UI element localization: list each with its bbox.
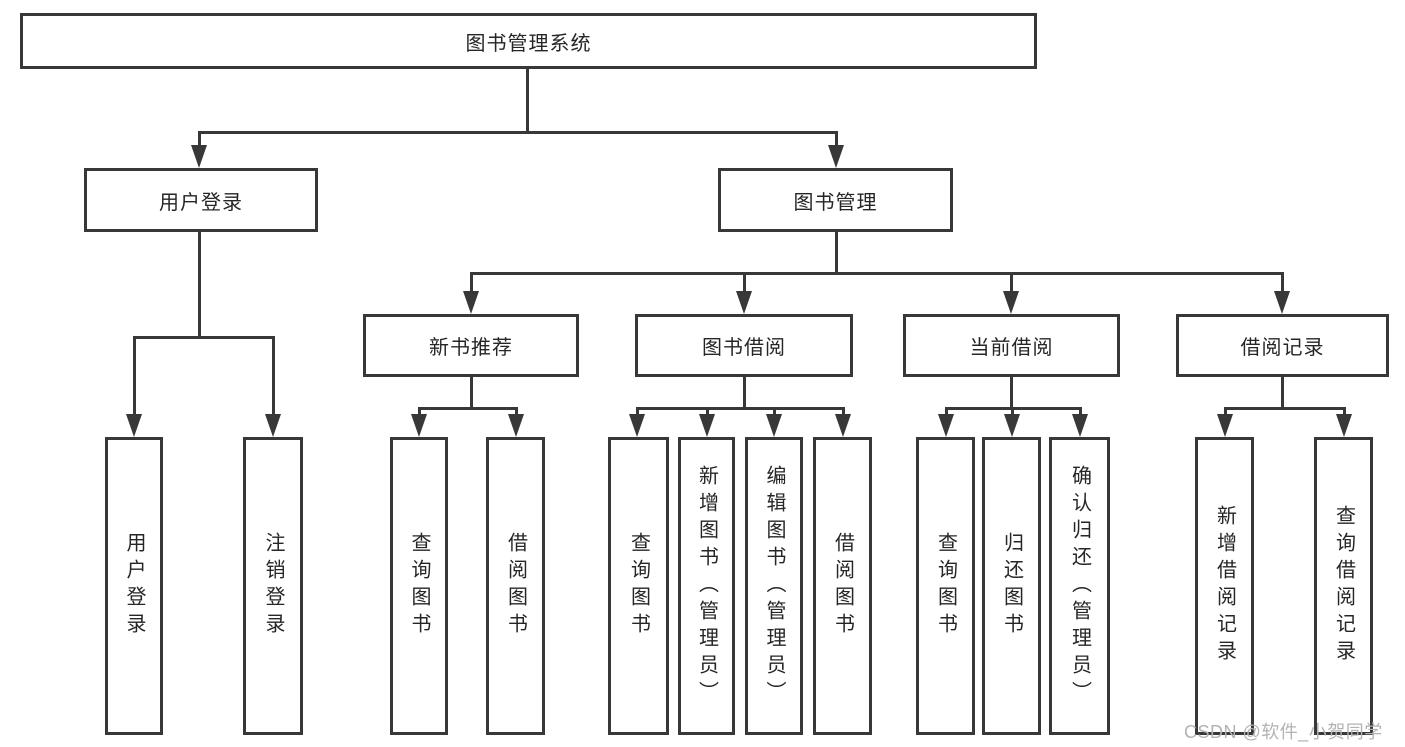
connector-line bbox=[1342, 407, 1346, 420]
user-login-box: 用户登录 bbox=[84, 168, 318, 232]
arrow-down-icon bbox=[191, 145, 207, 168]
book-management-label: 图书管理 bbox=[793, 191, 878, 214]
leaf-borrow-books-2-label: 借阅图书 bbox=[831, 532, 854, 640]
csdn-watermark: CSDN @软件_小贺同学 bbox=[1184, 722, 1383, 742]
connector-line bbox=[705, 407, 709, 420]
connector-line bbox=[1009, 272, 1013, 297]
leaf-query-books-1-label: 查询图书 bbox=[408, 532, 430, 640]
connector-line bbox=[417, 407, 421, 420]
arrow-down-icon bbox=[766, 414, 782, 437]
connector-line bbox=[469, 272, 473, 297]
leaf-borrow-books-1-box: 借阅图书 bbox=[486, 437, 545, 735]
leaf-confirm-return-label: 确认归还（管理员） bbox=[1068, 464, 1091, 708]
connector-line bbox=[635, 407, 845, 410]
root-box: 图书管理系统 bbox=[20, 13, 1037, 69]
leaf-logout-box: 注销登录 bbox=[243, 437, 303, 735]
book-management-box: 图书管理 bbox=[718, 168, 953, 232]
user-login-label: 用户登录 bbox=[159, 191, 243, 214]
connector-line bbox=[834, 232, 838, 275]
current-borrowing-label: 当前借阅 bbox=[969, 337, 1054, 359]
leaf-logout-label: 注销登录 bbox=[262, 532, 284, 640]
new-book-recommend-label: 新书推荐 bbox=[429, 337, 513, 359]
borrowing-records-label: 借阅记录 bbox=[1240, 337, 1325, 359]
connector-line bbox=[742, 377, 746, 410]
leaf-query-books-2-box: 查询图书 bbox=[608, 437, 669, 735]
leaf-confirm-return-box: 确认归还（管理员） bbox=[1049, 437, 1110, 735]
connector-line bbox=[944, 407, 948, 420]
connector-line bbox=[469, 272, 1284, 275]
connector-line bbox=[1223, 407, 1227, 420]
connector-line bbox=[469, 377, 473, 410]
connector-line bbox=[197, 131, 201, 151]
arrow-down-icon bbox=[736, 291, 752, 314]
connector-line bbox=[1009, 377, 1013, 410]
leaf-borrow-books-2-box: 借阅图书 bbox=[813, 437, 872, 735]
arrow-down-icon bbox=[699, 414, 715, 437]
arrow-down-icon bbox=[835, 414, 851, 437]
connector-line bbox=[132, 336, 275, 339]
connector-line bbox=[742, 272, 746, 297]
leaf-add-books-label: 新增图书（管理员） bbox=[695, 464, 718, 708]
leaf-query-books-3-box: 查询图书 bbox=[916, 437, 975, 735]
connector-line bbox=[271, 336, 275, 420]
arrow-down-icon bbox=[1072, 414, 1088, 437]
arrow-down-icon bbox=[265, 414, 281, 437]
leaf-user-login-label: 用户登录 bbox=[123, 532, 145, 640]
arrow-down-icon bbox=[508, 414, 524, 437]
new-book-recommend-box: 新书推荐 bbox=[363, 314, 579, 377]
current-borrowing-box: 当前借阅 bbox=[903, 314, 1120, 377]
leaf-add-books-box: 新增图书（管理员） bbox=[678, 437, 735, 735]
leaf-borrow-books-1-label: 借阅图书 bbox=[504, 532, 527, 640]
connector-line bbox=[197, 232, 201, 339]
leaf-query-books-3-label: 查询图书 bbox=[934, 532, 957, 640]
arrow-down-icon bbox=[1003, 291, 1019, 314]
arrow-down-icon bbox=[411, 414, 427, 437]
arrow-down-icon bbox=[1004, 414, 1020, 437]
book-borrowing-label: 图书借阅 bbox=[702, 337, 786, 359]
connector-line bbox=[525, 69, 529, 134]
connector-line bbox=[1280, 377, 1284, 410]
connector-line bbox=[635, 407, 639, 420]
leaf-add-borrow-record-label: 新增借阅记录 bbox=[1213, 505, 1236, 667]
root-label: 图书管理系统 bbox=[465, 32, 592, 55]
leaf-return-books-label: 归还图书 bbox=[1000, 532, 1023, 640]
arrow-down-icon bbox=[938, 414, 954, 437]
arrow-down-icon bbox=[463, 291, 479, 314]
connector-line bbox=[514, 407, 518, 420]
leaf-user-login-box: 用户登录 bbox=[105, 437, 163, 735]
connector-line bbox=[772, 407, 776, 420]
arrow-down-icon bbox=[629, 414, 645, 437]
leaf-query-borrow-record-box: 查询借阅记录 bbox=[1314, 437, 1373, 735]
arrow-down-icon bbox=[1336, 414, 1352, 437]
connector-line bbox=[1078, 407, 1082, 420]
arrow-down-icon bbox=[1274, 291, 1290, 314]
connector-line bbox=[132, 336, 136, 420]
borrowing-records-box: 借阅记录 bbox=[1176, 314, 1389, 377]
leaf-edit-books-box: 编辑图书（管理员） bbox=[745, 437, 803, 735]
leaf-query-books-2-label: 查询图书 bbox=[627, 532, 650, 640]
connector-line bbox=[1223, 407, 1346, 410]
connector-line bbox=[1280, 272, 1284, 297]
connector-line bbox=[841, 407, 845, 420]
leaf-return-books-box: 归还图书 bbox=[982, 437, 1041, 735]
leaf-edit-books-label: 编辑图书（管理员） bbox=[763, 464, 785, 708]
arrow-down-icon bbox=[126, 414, 142, 437]
connector-line bbox=[197, 131, 838, 134]
arrow-down-icon bbox=[1217, 414, 1233, 437]
connector-line bbox=[1010, 407, 1014, 420]
connector-line bbox=[834, 131, 838, 151]
leaf-query-books-1-box: 查询图书 bbox=[390, 437, 448, 735]
arrow-down-icon bbox=[828, 145, 844, 168]
connector-line bbox=[417, 407, 518, 410]
book-borrowing-box: 图书借阅 bbox=[635, 314, 853, 377]
leaf-query-borrow-record-label: 查询借阅记录 bbox=[1332, 505, 1355, 667]
leaf-add-borrow-record-box: 新增借阅记录 bbox=[1195, 437, 1254, 735]
